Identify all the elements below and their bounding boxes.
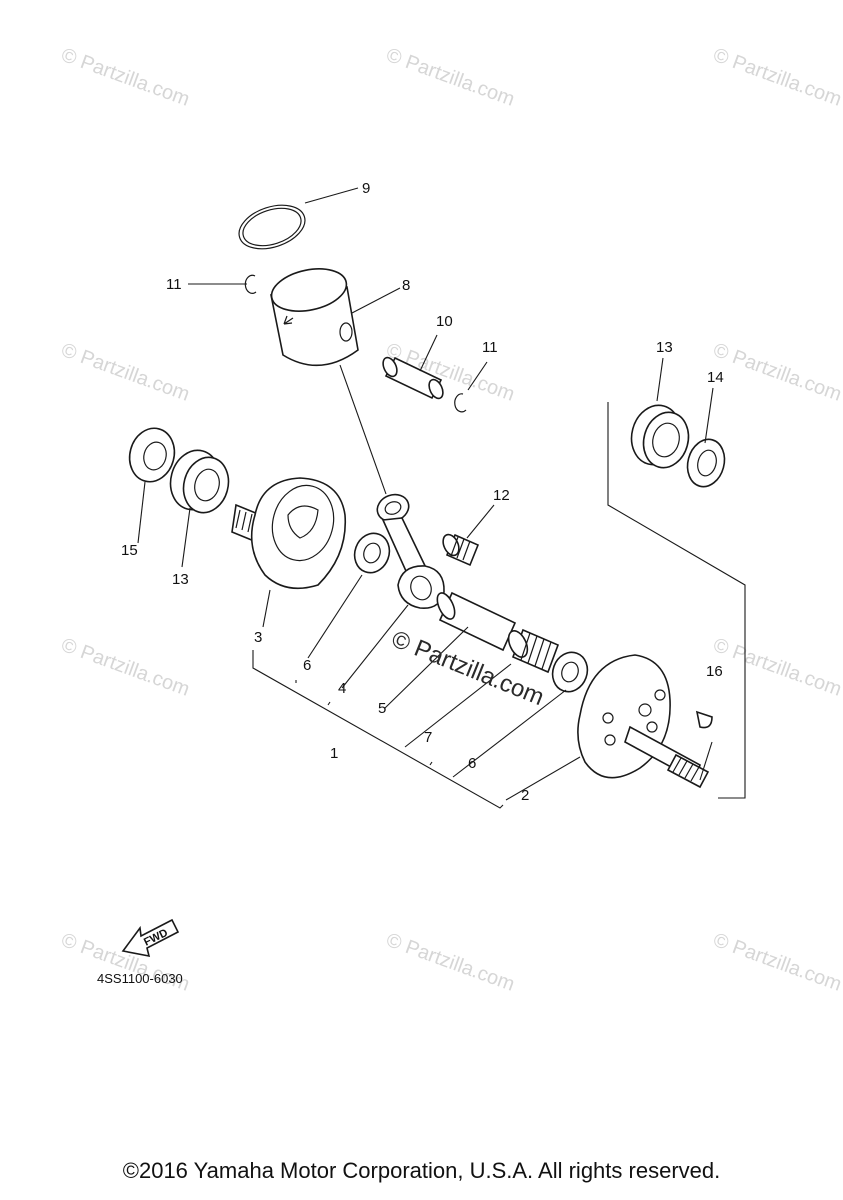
watermark: © Partzilla.com	[710, 44, 843, 111]
circlip-top	[244, 274, 257, 294]
callout-11-top: 11	[166, 276, 182, 293]
connecting-rod	[376, 493, 445, 609]
watermark: © Partzilla.com	[710, 339, 843, 406]
fwd-label: FWD	[142, 927, 170, 949]
crank-right	[577, 654, 710, 789]
watermark: © Partzilla.com	[58, 44, 192, 111]
callout-12: 12	[493, 487, 510, 504]
watermark: © Partzilla.com	[710, 634, 843, 701]
watermark: © Partzilla.com	[58, 634, 192, 701]
watermark: © Partzilla.com	[58, 339, 192, 406]
piston-ring	[238, 204, 306, 250]
leader-lines	[137, 187, 714, 801]
callout-9: 9	[362, 180, 370, 197]
callout-2: 2	[521, 787, 529, 804]
watermark: © Partzilla.com	[383, 44, 517, 111]
washer-left	[353, 532, 391, 574]
diagram-code: 4SS1100-6030	[97, 971, 183, 986]
washer-right	[551, 651, 589, 693]
callouts: 9 11 8 10 11 13 14 12 15 13 3 6 16 4 5 7…	[121, 180, 724, 804]
callout-8: 8	[402, 277, 410, 294]
callout-15: 15	[121, 542, 138, 559]
callout-11-right: 11	[482, 339, 498, 356]
callout-5: 5	[378, 700, 386, 717]
callout-14: 14	[707, 369, 724, 386]
piston-pin	[382, 356, 444, 400]
callout-6-left: 6	[303, 657, 311, 674]
circlip-right	[454, 393, 467, 413]
callout-13-right: 13	[656, 339, 673, 356]
callout-3: 3	[254, 629, 262, 646]
crank-left	[231, 477, 347, 590]
bearing-left	[169, 449, 230, 514]
watermark: © Partzilla.com	[383, 929, 517, 996]
big-end-bearing	[507, 628, 560, 674]
oil-seal-right	[686, 438, 726, 488]
copyright-notice: ©2016 Yamaha Motor Corporation, U.S.A. A…	[122, 1158, 721, 1183]
callout-1: 1	[330, 745, 338, 762]
callout-6-right: 6	[468, 755, 476, 772]
callout-13-left: 13	[172, 571, 189, 588]
bearing-right	[630, 404, 690, 469]
callout-4: 4	[338, 680, 346, 697]
piston	[270, 268, 359, 367]
watermark: © Partzilla.com	[710, 929, 843, 996]
oil-seal-left	[128, 427, 176, 483]
assembly-bracket	[252, 402, 746, 809]
small-end-bearing	[442, 533, 480, 567]
woodruff-key	[695, 710, 713, 729]
watermark-layer: © Partzilla.com © Partzilla.com © Partzi…	[58, 44, 843, 996]
crank-pin	[436, 591, 517, 652]
callout-10: 10	[436, 313, 453, 330]
fwd-arrow-icon: FWD	[121, 918, 180, 958]
callout-7: 7	[424, 729, 432, 746]
callout-16: 16	[706, 663, 723, 680]
